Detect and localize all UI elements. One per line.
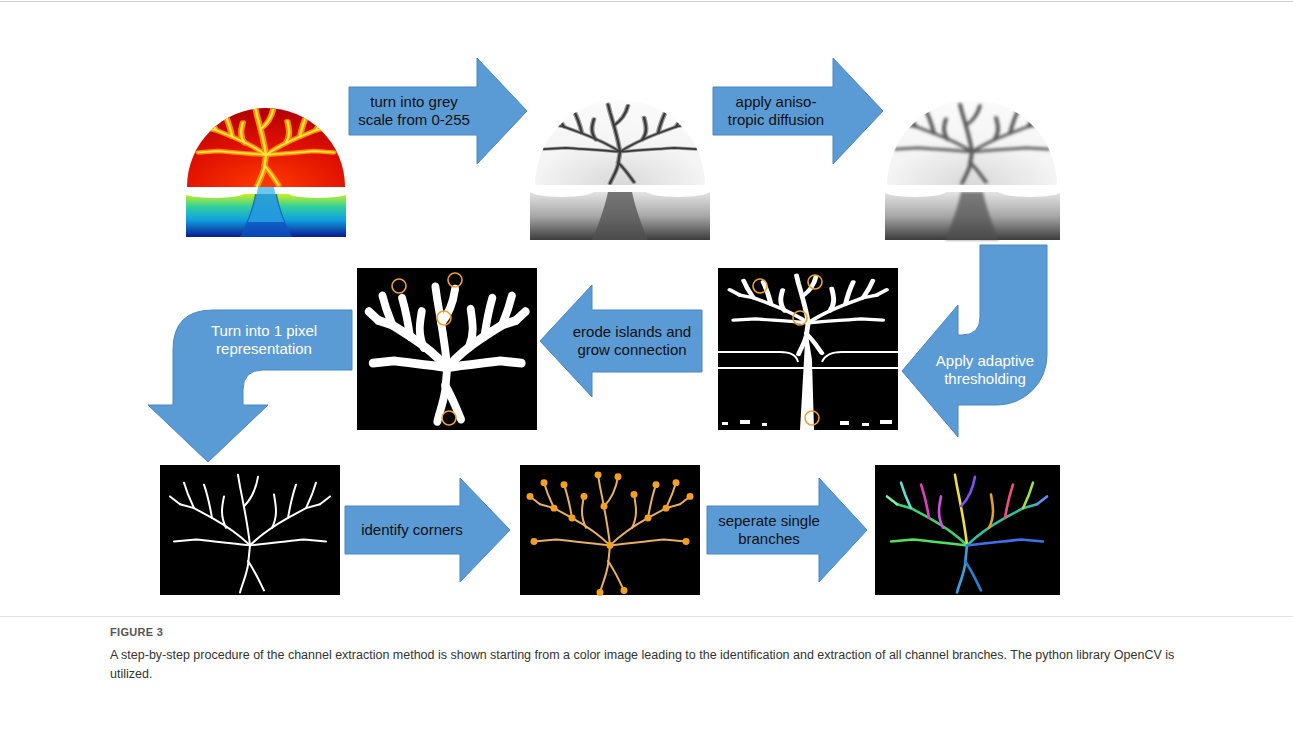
text-area: apply aniso- tropic diffusion — [717, 87, 835, 135]
arrow-outline — [540, 285, 702, 397]
text-area: identify corners — [347, 506, 477, 554]
step-label: turn into grey scale from 0-255 — [352, 93, 476, 129]
text-area: Apply adaptive thresholding — [924, 339, 1046, 401]
greyscale-image — [530, 100, 710, 240]
step-label: erode islands and grow connection — [564, 323, 700, 359]
arrow-step: seperate single branches — [707, 478, 867, 582]
frame-rule — [0, 616, 1293, 617]
arrow-outline — [345, 478, 510, 582]
step-label: identify corners — [361, 521, 463, 539]
diffused-image — [883, 100, 1062, 240]
arrow-outline — [349, 58, 527, 164]
step-label: Turn into 1 pixel representation — [178, 322, 350, 358]
arrow-outline — [707, 478, 867, 582]
figure-caption: A step-by-step procedure of the channel … — [110, 646, 1200, 684]
color-image — [184, 108, 348, 237]
arrow-step: apply aniso- tropic diffusion — [713, 58, 883, 164]
arrow-outline — [713, 58, 883, 164]
text-area: turn into grey scale from 0-255 — [352, 87, 476, 135]
arrow-shape — [148, 290, 352, 462]
eroded-image — [357, 268, 537, 430]
arrow-step: turn into grey scale from 0-255 — [349, 58, 527, 164]
figure-number: FIGURE 3 — [110, 626, 163, 638]
step-label: apply aniso- tropic diffusion — [717, 93, 835, 129]
step-label: seperate single branches — [709, 512, 829, 548]
arrow-step: identify corners — [345, 478, 510, 582]
frame-rule — [0, 1, 1293, 2]
arrow-outline — [148, 310, 352, 462]
arrow-outline — [902, 245, 1047, 437]
arrow-shape — [902, 245, 1052, 437]
text-area: erode islands and grow connection — [564, 314, 700, 368]
text-area: Turn into 1 pixel representation — [178, 311, 350, 369]
step-label: Apply adaptive thresholding — [924, 352, 1046, 388]
arrow-step: Turn into 1 pixel representation — [148, 290, 352, 462]
text-area: seperate single branches — [709, 506, 829, 554]
corners-image — [520, 465, 700, 596]
arrow-step: erode islands and grow connection — [540, 285, 702, 397]
arrow-step: Apply adaptive thresholding — [902, 245, 1052, 437]
threshold-image — [718, 268, 898, 430]
skeleton-image — [160, 465, 340, 595]
branches-image — [875, 465, 1060, 595]
